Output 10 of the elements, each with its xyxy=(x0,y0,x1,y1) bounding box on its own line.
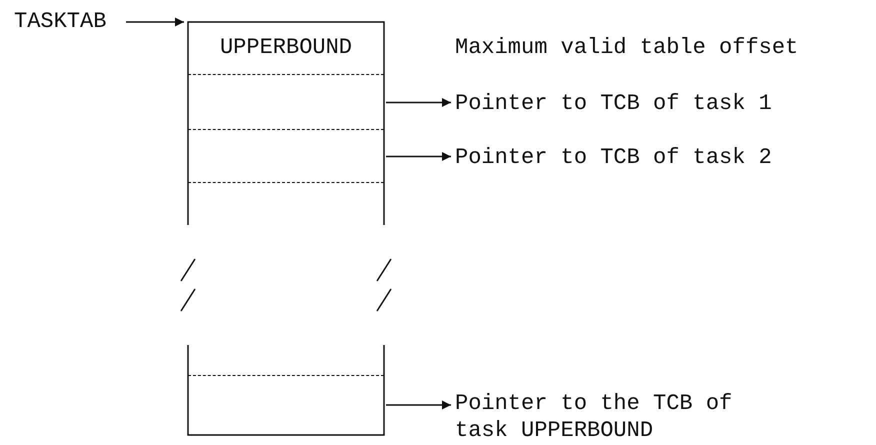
field-name: UPPERBOUND xyxy=(218,34,354,61)
pointer-description: Pointer to TCB of task 1 xyxy=(455,90,773,117)
arrow xyxy=(386,152,451,161)
arrow xyxy=(126,18,184,26)
table-label: TASKTAB xyxy=(14,8,108,35)
arrow xyxy=(386,400,451,410)
pointer-description: Pointer to TCB of task 2 xyxy=(455,144,773,171)
arrow xyxy=(386,98,451,107)
field-description: Maximum valid table offset xyxy=(455,34,798,61)
pointer-description: Pointer to the TCB of task UPPERBOUND xyxy=(455,390,734,444)
